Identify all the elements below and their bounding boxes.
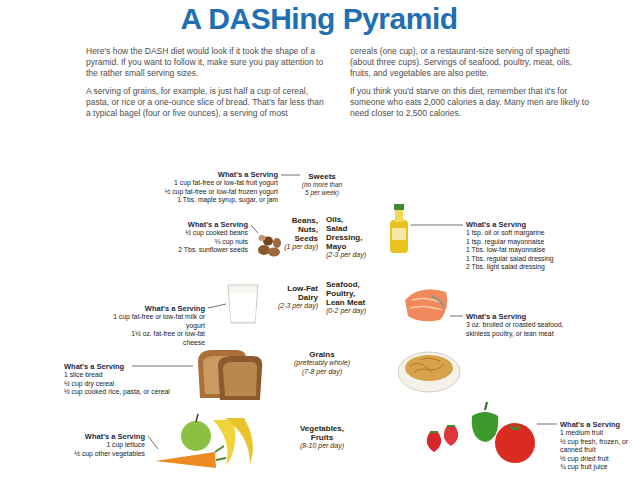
food-band: Beans, Nuts, Seeds(1 per day) bbox=[258, 211, 321, 261]
food-group-name: Grains bbox=[272, 350, 372, 359]
callout-heading: What's a Serving bbox=[64, 362, 174, 371]
servings-note: (1 per day) bbox=[280, 243, 318, 252]
band-text-block: Oils, Salad Dressing, Mayo(2-3 per day) bbox=[326, 215, 366, 260]
serving-size: 3 oz. broiled or roasted seafood, skinle… bbox=[466, 321, 586, 338]
intro-paragraph: Here's how the DASH diet would look if i… bbox=[86, 46, 328, 79]
nuts-picture bbox=[258, 235, 281, 257]
band-outline bbox=[323, 263, 422, 331]
band-text-block: Low-Fat Dairy(2-3 per day) bbox=[275, 284, 318, 311]
band-text-block: Sweets(no more than 5 per week) bbox=[300, 172, 344, 197]
callout-heading: What's a Serving bbox=[560, 420, 634, 429]
food-group-name: Beans, Nuts, Seeds bbox=[280, 216, 318, 243]
serving-size: 1 medium fruit bbox=[560, 429, 634, 438]
servings-note: (0-2 per day) bbox=[326, 307, 370, 316]
serving-size: ½ cup fresh, frozen, or canned fruit bbox=[560, 438, 634, 455]
callout-heading: What's a Serving bbox=[466, 312, 586, 321]
pasta-bowl-picture bbox=[398, 352, 460, 392]
serving-size: 1 Tbs. maple syrup, sugar, or jam bbox=[130, 196, 278, 205]
serving-size: ¾ cup fruit juice bbox=[560, 463, 634, 472]
serving-size: 1 Tbs. regular salad dressing bbox=[466, 255, 596, 264]
title-wrap: A DASHing Pyramid bbox=[0, 2, 638, 36]
band-outline bbox=[323, 211, 386, 261]
food-group-name: Oils, Salad Dressing, Mayo bbox=[326, 215, 366, 251]
band-text-block: Grains(preferably whole)(7-8 per day) bbox=[272, 350, 372, 376]
intro-paragraph: If you think you'd starve on this diet, … bbox=[350, 86, 592, 119]
food-band: Grains(preferably whole)(7-8 per day) bbox=[183, 333, 461, 405]
band-text-block: Beans, Nuts, Seeds(1 per day) bbox=[280, 216, 318, 252]
serving-size: ⅓ cup nuts bbox=[163, 238, 248, 247]
serving-callout: What's a Serving3 oz. broiled or roasted… bbox=[466, 312, 586, 338]
servings-note: (preferably whole) bbox=[272, 359, 372, 368]
serving-size: ½ cup cooked beans bbox=[163, 229, 248, 238]
serving-callout: What's a Serving1 cup fat-free or low-fa… bbox=[130, 170, 278, 205]
intro-column: Here's how the DASH diet would look if i… bbox=[86, 46, 328, 126]
band-text-block: Seafood, Poultry, Lean Meat(0-2 per day) bbox=[326, 280, 370, 316]
callout-heading: What's a Serving bbox=[40, 432, 145, 441]
servings-note: (7-8 per day) bbox=[272, 368, 372, 377]
callout-heading: What's a Serving bbox=[466, 220, 596, 229]
band-outline bbox=[258, 211, 321, 261]
intro-column: cereals (one cup), or a restaurant-size … bbox=[350, 46, 592, 126]
serving-size: 1½ oz. fat-free or low-fat cheese bbox=[110, 330, 205, 347]
serving-callout: What's a Serving1 slice bread½ cup dry c… bbox=[64, 362, 174, 397]
band-text-block: Vegetables, Fruits(8-10 per day) bbox=[292, 424, 352, 451]
food-group-name: Seafood, Poultry, Lean Meat bbox=[326, 280, 370, 307]
serving-size: 2 Tbs. light salad dressing bbox=[466, 263, 596, 272]
intro-paragraph: A serving of grains, for example, is jus… bbox=[86, 86, 328, 119]
serving-size: 1 tsp. regular mayonnaise bbox=[466, 238, 596, 247]
band-outline bbox=[145, 407, 500, 479]
serving-size: 1 tsp. oil or soft margarine bbox=[466, 229, 596, 238]
diagram-title: A DASHing Pyramid bbox=[0, 2, 638, 36]
fruit-vegetable-picture bbox=[155, 402, 535, 468]
callout-heading: What's a Serving bbox=[130, 170, 278, 179]
food-band: Low-Fat Dairy(2-3 per day) bbox=[222, 263, 321, 331]
food-band: Vegetables, Fruits(8-10 per day) bbox=[145, 407, 500, 479]
bread-picture bbox=[198, 350, 262, 400]
serving-callout: What's a Serving1 medium fruit½ cup fres… bbox=[560, 420, 634, 472]
serving-callout: What's a Serving½ cup cooked beans⅓ cup … bbox=[163, 220, 248, 255]
serving-size: 1 cup lettuce bbox=[40, 441, 145, 450]
servings-note: (2-3 per day) bbox=[326, 251, 366, 260]
milk-glass-picture bbox=[228, 285, 258, 323]
food-band: Sweets(no more than 5 per week) bbox=[285, 138, 359, 209]
serving-callout: What's a Serving1 cup fat-free or low-fa… bbox=[110, 304, 205, 347]
serving-size: 1 slice bread bbox=[64, 371, 174, 380]
salmon-picture bbox=[405, 289, 447, 321]
servings-note: (8-10 per day) bbox=[292, 442, 352, 451]
food-band: Seafood, Poultry, Lean Meat(0-2 per day) bbox=[323, 263, 422, 331]
band-outline bbox=[222, 263, 321, 331]
serving-size: ½ cup fat-free or low-fat frozen yogurt bbox=[130, 188, 278, 197]
serving-size: ½ cup dried fruit bbox=[560, 455, 634, 464]
serving-callout: What's a Serving1 tsp. oil or soft marga… bbox=[466, 220, 596, 272]
serving-callout: What's a Serving1 cup lettuce½ cup other… bbox=[40, 432, 145, 458]
serving-size: 1 Tbs. low-fat mayonnaise bbox=[466, 246, 596, 255]
food-group-name: Vegetables, Fruits bbox=[292, 424, 352, 442]
food-group-name: Sweets bbox=[300, 172, 344, 181]
oil-bottle-picture bbox=[390, 204, 408, 253]
serving-size: ½ cup dry cereal bbox=[64, 380, 174, 389]
serving-size: 1 cup fat-free or low-fat fruit yogurt bbox=[130, 179, 278, 188]
band-outline bbox=[183, 333, 461, 405]
servings-note: (2-3 per day) bbox=[275, 302, 318, 311]
serving-size: 1 cup fat-free or low-fat milk or yogurt bbox=[110, 313, 205, 330]
band-outline bbox=[285, 138, 359, 209]
serving-size: ½ cup other vegetables bbox=[40, 450, 145, 459]
food-group-name: Low-Fat Dairy bbox=[275, 284, 318, 302]
servings-note: (no more than 5 per week) bbox=[300, 181, 344, 197]
intro-paragraph: cereals (one cup), or a restaurant-size … bbox=[350, 46, 592, 79]
serving-size: 2 Tbs. sunflower seeds bbox=[163, 246, 248, 255]
callout-heading: What's a Serving bbox=[163, 220, 248, 229]
serving-size: ½ cup cooked rice, pasta, or cereal bbox=[64, 388, 174, 397]
food-band: Oils, Salad Dressing, Mayo(2-3 per day) bbox=[323, 211, 386, 261]
callout-heading: What's a Serving bbox=[110, 304, 205, 313]
